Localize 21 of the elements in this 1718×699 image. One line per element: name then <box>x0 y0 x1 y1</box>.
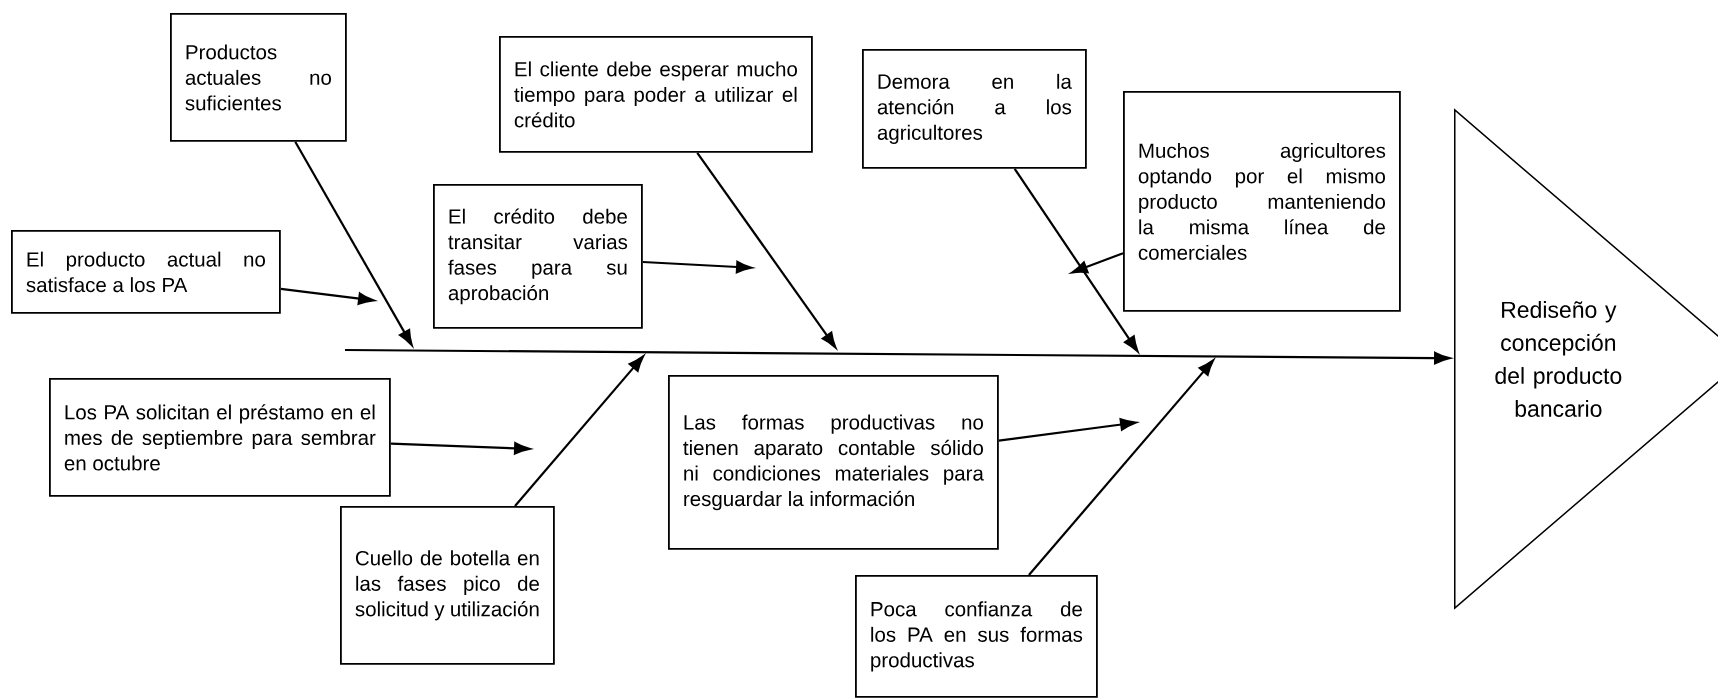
cause-box: El cliente debe esperar mucho tiempo para poder a utilizar el crédito <box>499 36 813 153</box>
bone-arrow <box>390 442 531 455</box>
cause-box: Productos actuales no suficientes <box>170 13 347 142</box>
cause-box: Cuello de botella en las fases pico de solicitud y utilización <box>340 506 555 665</box>
bone-arrow <box>998 418 1137 442</box>
cause-box: El crédito debe transitar varias fases para su aprobación <box>433 184 643 329</box>
bone-arrow <box>696 152 837 349</box>
spine-arrow <box>345 348 1451 365</box>
cause-box: Poca confianza de los PA en sus formas productivas <box>855 575 1098 698</box>
cause-box: El producto actual no satisface a los PA <box>11 230 281 314</box>
bone-arrow <box>642 260 753 274</box>
bone-arrow <box>1028 359 1214 576</box>
bone-arrow <box>280 287 375 305</box>
bone-arrow <box>1071 252 1124 274</box>
bone-arrow <box>1013 168 1139 353</box>
cause-box: Los PA solicitan el préstamo en el mes de septiembre para sembrar en octubre <box>49 378 391 497</box>
cause-box: Muchos agricultores optando por el mismo producto manteniendo la misma línea de comerciales <box>1123 91 1401 312</box>
cause-box: Las formas productivas no tienen aparato contable sólido ni condiciones materiales para resguardar la información <box>668 375 999 550</box>
cause-box: Demora en la atención a los agricultores <box>862 49 1087 169</box>
bone-arrow <box>294 141 413 346</box>
bone-arrow <box>514 355 644 507</box>
